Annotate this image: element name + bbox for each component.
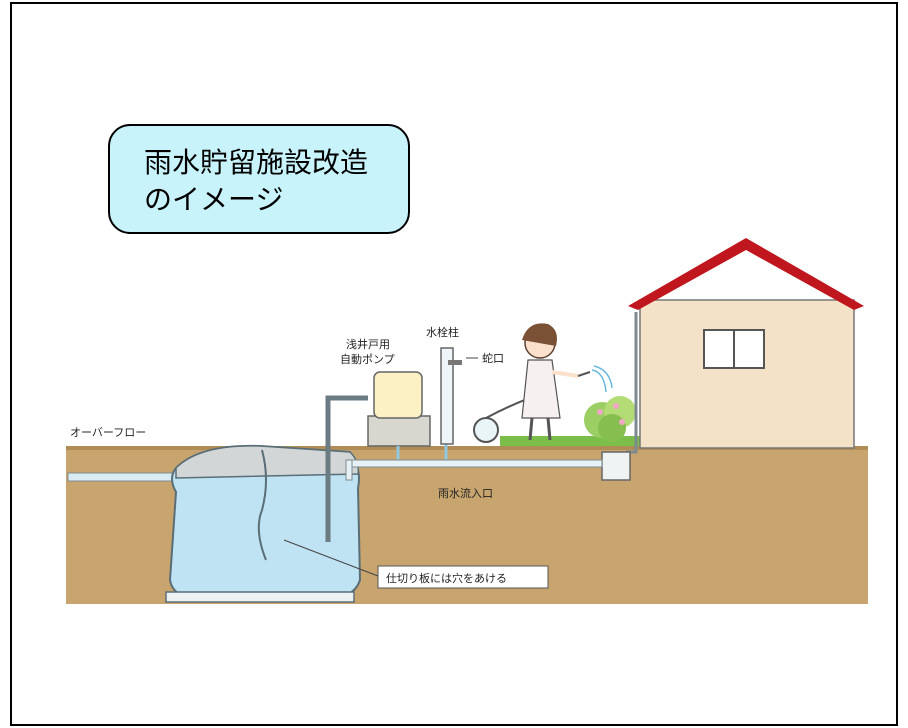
tank-base	[165, 591, 355, 603]
hydrant-label: 水栓柱	[426, 325, 459, 339]
title-box: 雨水貯留施設改造 のイメージ	[108, 124, 410, 234]
inlet-pipe	[349, 459, 603, 468]
pump-base	[367, 415, 431, 447]
hose-reel	[473, 417, 499, 443]
inlet-label: 雨水流入口	[438, 486, 493, 500]
partition-label-box	[377, 565, 549, 589]
collection-box	[601, 451, 631, 481]
ground-surface	[66, 446, 868, 450]
water-spray	[591, 369, 607, 393]
faucet	[448, 360, 462, 365]
partition-leader-line	[283, 539, 379, 577]
hydrant-post	[440, 347, 454, 445]
partition-label: 仕切り板には穴をあける	[386, 571, 507, 585]
tank-lid	[175, 445, 360, 479]
faucet-label: 蛇口	[482, 351, 504, 365]
partition-board	[257, 449, 267, 561]
woman-watering	[521, 323, 591, 441]
auto-pump	[373, 371, 423, 419]
downspout	[626, 312, 638, 454]
water-spray-2	[593, 365, 613, 389]
pump-label-2: 自動ポンプ	[340, 352, 395, 366]
title-line-2: のイメージ	[144, 183, 284, 216]
grass	[500, 436, 640, 446]
overflow-label: オーバーフロー	[70, 426, 146, 439]
inlet-drop	[345, 459, 353, 481]
flower-bush	[584, 396, 636, 442]
pump-label-1: 浅井戸用	[346, 337, 390, 351]
house-roof	[628, 238, 864, 310]
suction-pipe	[325, 395, 368, 542]
overflow-pipe	[67, 472, 181, 482]
house-wall	[639, 299, 855, 449]
title-line-1: 雨水貯留施設改造	[144, 146, 369, 179]
